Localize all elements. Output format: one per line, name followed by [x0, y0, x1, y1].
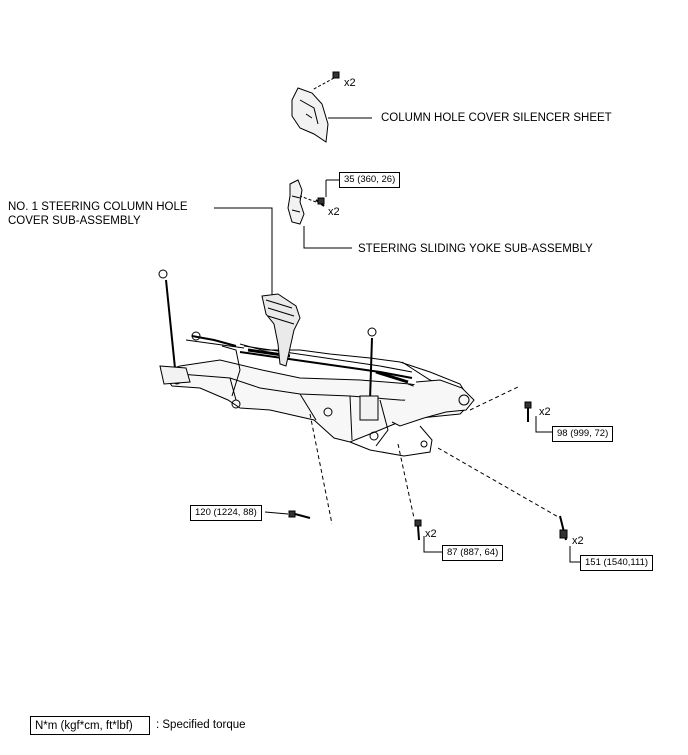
silencer-sheet-part — [291, 87, 329, 143]
bolt-98-icon — [524, 401, 532, 422]
right-stabilizer-link — [359, 327, 379, 421]
qty-yoke-bolt: x2 — [328, 206, 340, 218]
qty-bolt-151: x2 — [572, 535, 584, 547]
silencer-clip-icon — [332, 71, 340, 79]
bolt-151-icon — [559, 515, 568, 541]
label-steering-sliding-yoke: STEERING SLIDING YOKE SUB-ASSEMBLY — [358, 243, 593, 255]
qty-silencer-clip: x2 — [344, 77, 356, 89]
column-hole-cover-boot — [261, 293, 301, 367]
right-lower-arm — [375, 379, 475, 447]
torque-87: 87 (887, 64) — [442, 545, 504, 561]
yoke-bolt-icon — [315, 197, 325, 207]
label-no1-column-hole-cover-line2: COVER SUB-ASSEMBLY — [8, 215, 141, 227]
torque-98: 98 (999, 72) — [552, 426, 614, 442]
qty-bolt-87: x2 — [425, 528, 437, 540]
label-no1-column-hole-cover-line1: NO. 1 STEERING COLUMN HOLE — [8, 201, 188, 213]
qty-bolt-98: x2 — [539, 406, 551, 418]
torque-35: 35 (360, 26) — [339, 172, 401, 188]
bolt-120-icon — [288, 510, 311, 519]
sliding-yoke-part — [287, 179, 305, 225]
bolt-87-icon — [414, 519, 422, 541]
left-stabilizer-link — [158, 269, 191, 385]
legend-description: : Specified torque — [156, 719, 246, 731]
torque-151: 151 (1540,111) — [580, 555, 654, 571]
legend-torque-unit-box: N*m (kgf*cm, ft*lbf) — [30, 716, 150, 735]
label-column-hole-cover-silencer-sheet: COLUMN HOLE COVER SILENCER SHEET — [381, 112, 612, 124]
torque-120: 120 (1224, 88) — [190, 505, 262, 521]
